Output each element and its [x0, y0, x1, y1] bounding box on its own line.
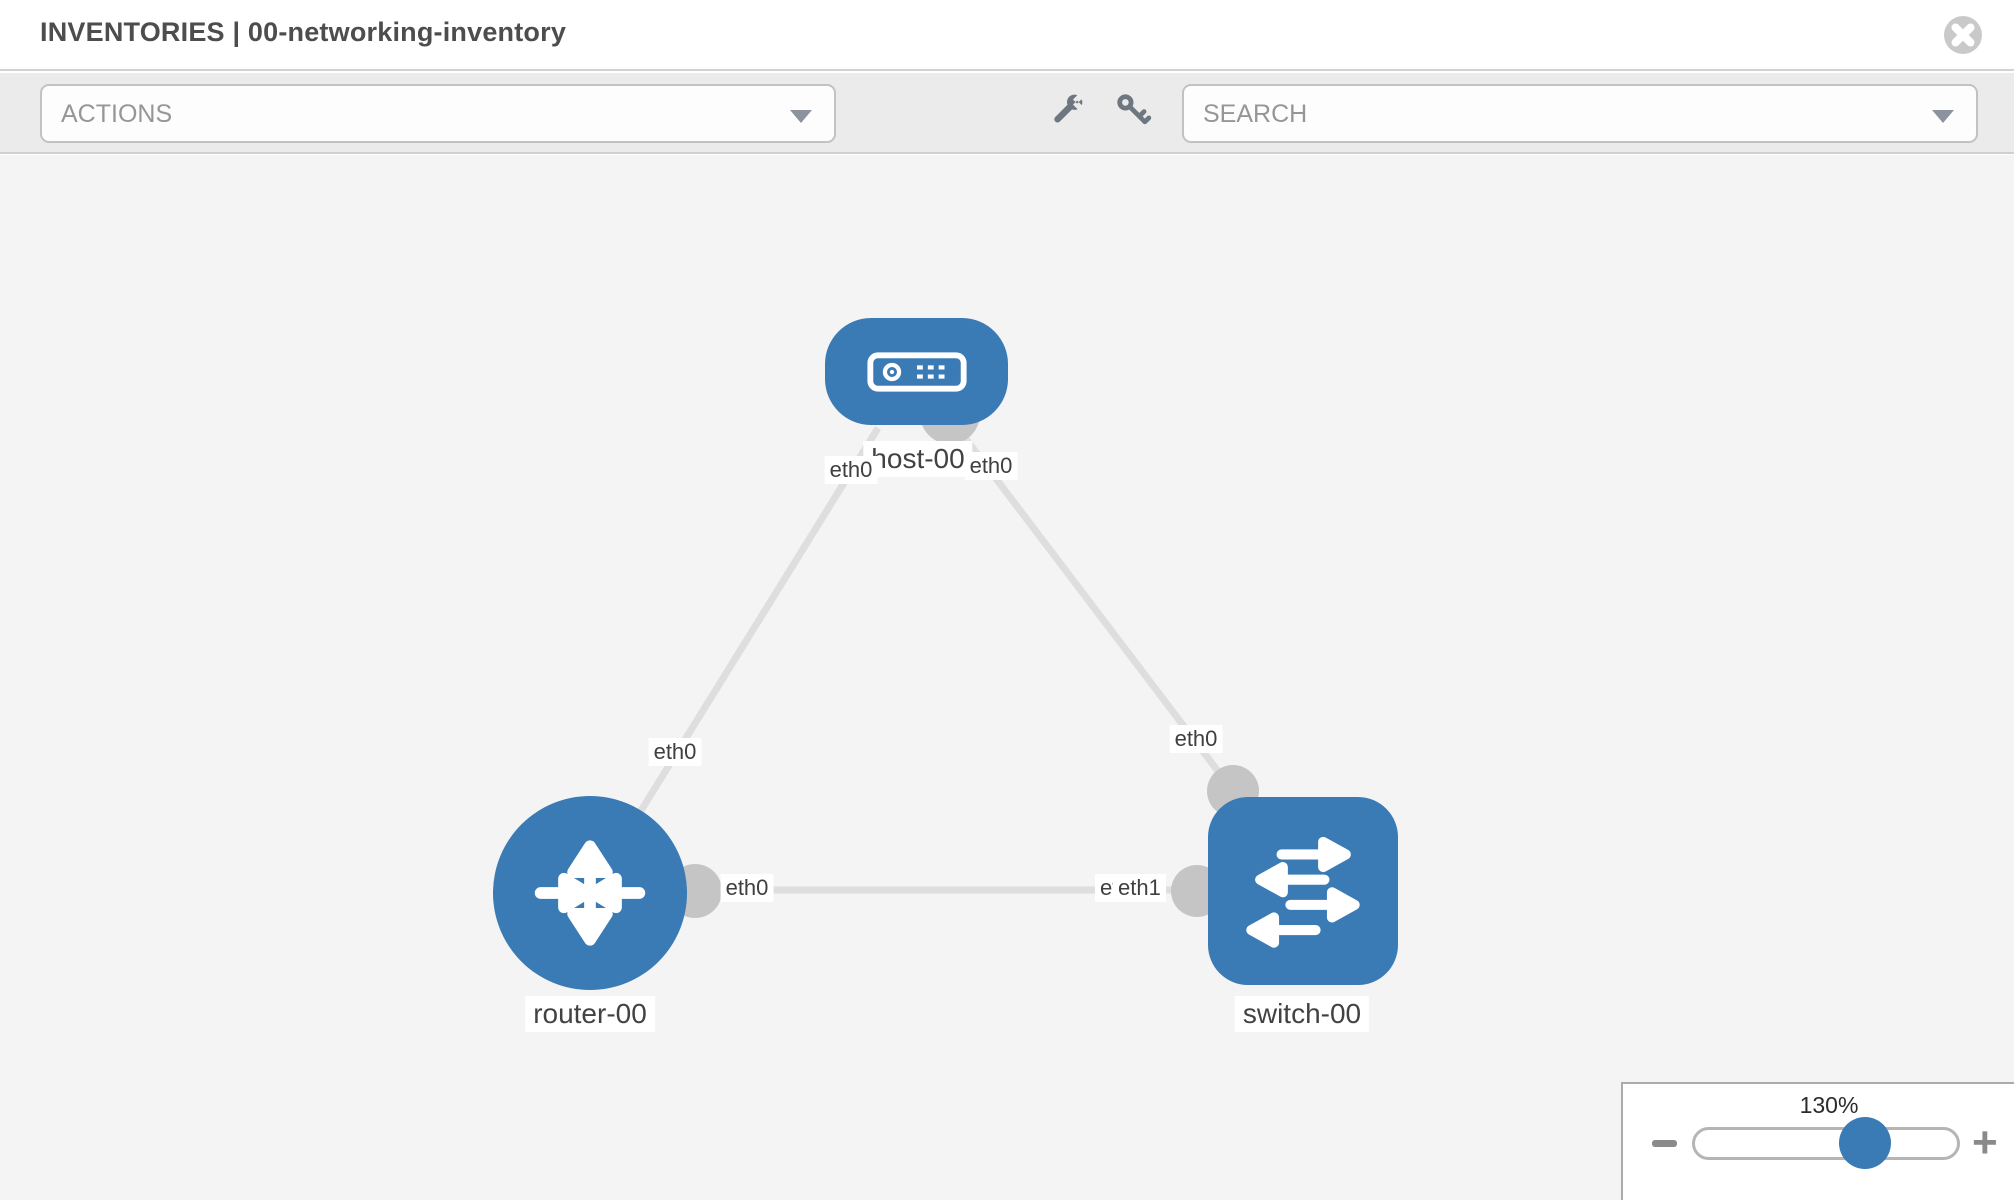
interface-label-host-eth0-left: eth0	[824, 456, 878, 484]
host-icon	[866, 351, 967, 392]
interface-label-router-eth0: eth0	[648, 738, 702, 766]
search-dropdown[interactable]: SEARCH	[1182, 84, 1978, 143]
node-label-host-00: host-00	[863, 441, 973, 477]
interface-label-switch-eth0-top: eth0	[1169, 725, 1223, 753]
node-label-switch-00: switch-00	[1234, 996, 1370, 1032]
actions-dropdown[interactable]: ACTIONS	[40, 84, 836, 143]
links	[587, 415, 1236, 895]
topology-canvas[interactable]: host-00 router-00 switch-00 eth0 eth0 et…	[0, 155, 2014, 1200]
wrench-icon	[1054, 94, 1083, 123]
zoom-in-button[interactable]: +	[1972, 1118, 1998, 1167]
switch-icon	[1246, 836, 1360, 948]
search-dropdown-label: SEARCH	[1203, 100, 1308, 128]
chevron-down-icon	[790, 110, 812, 123]
node-host-00[interactable]	[825, 318, 1008, 425]
zoom-slider-track[interactable]	[1692, 1127, 1960, 1160]
zoom-out-button[interactable]	[1652, 1140, 1677, 1147]
zoom-slider-thumb[interactable]	[1839, 1117, 1891, 1169]
header: INVENTORIES | 00-networking-inventory	[0, 0, 2014, 71]
interface-label-router-eth0-horizontal: eth0	[720, 874, 774, 902]
wrench-button[interactable]	[1048, 91, 1086, 129]
chevron-down-icon	[1932, 110, 1954, 123]
key-icon	[1117, 94, 1152, 125]
zoom-control-panel: 130% +	[1621, 1082, 2014, 1200]
close-button[interactable]	[1941, 13, 1985, 57]
close-icon	[1944, 16, 1982, 54]
key-button[interactable]	[1114, 91, 1152, 129]
actions-dropdown-label: ACTIONS	[61, 100, 173, 128]
zoom-level-value: 130%	[1799, 1092, 1859, 1118]
router-icon	[534, 840, 646, 946]
interface-label-switch-eth1: eth1	[1113, 874, 1166, 902]
toolbar: ACTIONS SEARCH	[0, 73, 2014, 154]
topology-links-layer	[587, 384, 1259, 918]
page-title: INVENTORIES | 00-networking-inventory	[40, 17, 567, 47]
interface-label-host-eth0-right: eth0	[964, 452, 1018, 480]
node-router-00[interactable]	[493, 796, 687, 990]
node-label-router-00: router-00	[525, 996, 655, 1032]
node-switch-00[interactable]	[1208, 797, 1398, 985]
